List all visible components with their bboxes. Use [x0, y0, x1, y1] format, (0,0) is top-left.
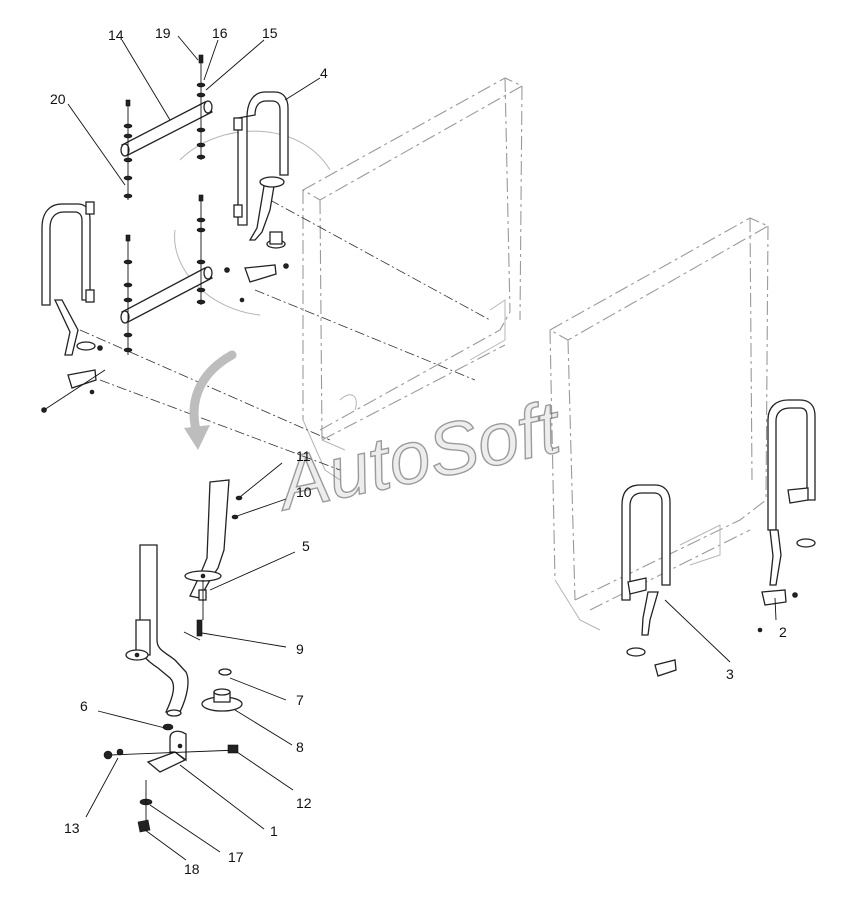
callout-16: 16	[212, 25, 228, 41]
detail-pad-8	[201, 668, 243, 712]
callout-2: 2	[779, 624, 787, 640]
callout-6: 6	[80, 698, 88, 714]
callout-17: 17	[228, 849, 244, 865]
handrail-2	[757, 399, 816, 633]
callout-labels: 14 19 16 15 4 20 11 10 5 9 7 8 6 12 13 1…	[50, 25, 787, 877]
callout-5: 5	[302, 538, 310, 554]
detail-tube-lower	[125, 544, 189, 717]
callout-leaders	[67, 35, 777, 861]
bar-14-lower	[120, 266, 213, 324]
fastener-stacks	[123, 54, 206, 355]
callout-12: 12	[296, 795, 312, 811]
callout-20: 20	[50, 91, 66, 107]
view-direction-arrow	[184, 350, 237, 450]
callout-1: 1	[270, 823, 278, 839]
bar-14-upper	[120, 100, 213, 157]
cab-frame-right	[548, 217, 770, 631]
callout-10: 10	[296, 484, 312, 500]
callout-15: 15	[262, 25, 278, 41]
handrail-left	[41, 201, 106, 413]
callout-14: 14	[108, 27, 124, 43]
callout-11: 11	[296, 448, 311, 464]
callout-4: 4	[320, 65, 328, 81]
callout-7: 7	[296, 692, 304, 708]
handrail-3	[621, 484, 677, 677]
handrail-upper-right	[224, 91, 289, 303]
callout-9: 9	[296, 641, 304, 657]
callout-8: 8	[296, 739, 304, 755]
callout-19: 19	[155, 25, 171, 41]
detail-tube-upper	[184, 479, 230, 601]
callout-3: 3	[726, 666, 734, 682]
assembly-lines	[79, 130, 491, 471]
cab-frame-middle	[301, 77, 524, 481]
detail-bracket-1	[103, 730, 239, 773]
callout-13: 13	[64, 820, 80, 836]
watermark-text: AutoSoft	[268, 385, 570, 527]
callout-18: 18	[184, 861, 200, 877]
detail-hardware	[137, 495, 243, 833]
